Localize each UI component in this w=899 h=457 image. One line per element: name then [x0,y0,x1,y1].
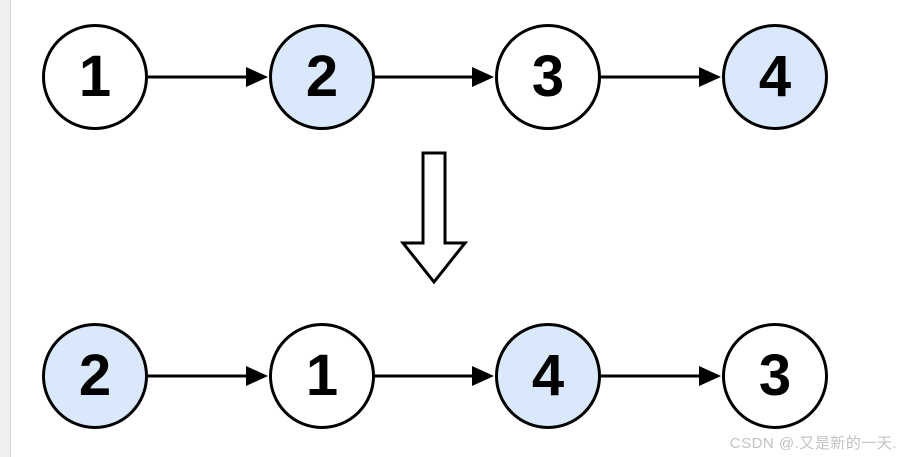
next-pointer-arrowhead [699,67,721,87]
next-pointer-arrowhead [472,67,494,87]
list-node-after-1: 1 [269,323,375,429]
list-node-after-4: 4 [495,323,601,429]
next-pointer-arrowhead [699,366,721,386]
watermark-text: CSDN @.又是新的一天. [729,435,897,452]
page-gutter-strip [0,0,11,457]
next-pointer-arrowhead [246,366,268,386]
list-node-before-1: 1 [42,24,148,130]
list-node-before-2: 2 [269,24,375,130]
list-node-before-3: 3 [495,24,601,130]
list-node-after-2: 2 [42,323,148,429]
next-pointer-arrowhead [246,67,268,87]
list-node-before-4: 4 [722,24,828,130]
list-node-after-3: 3 [722,323,828,429]
next-pointer-arrowhead [472,366,494,386]
transform-down-arrow [399,151,469,285]
